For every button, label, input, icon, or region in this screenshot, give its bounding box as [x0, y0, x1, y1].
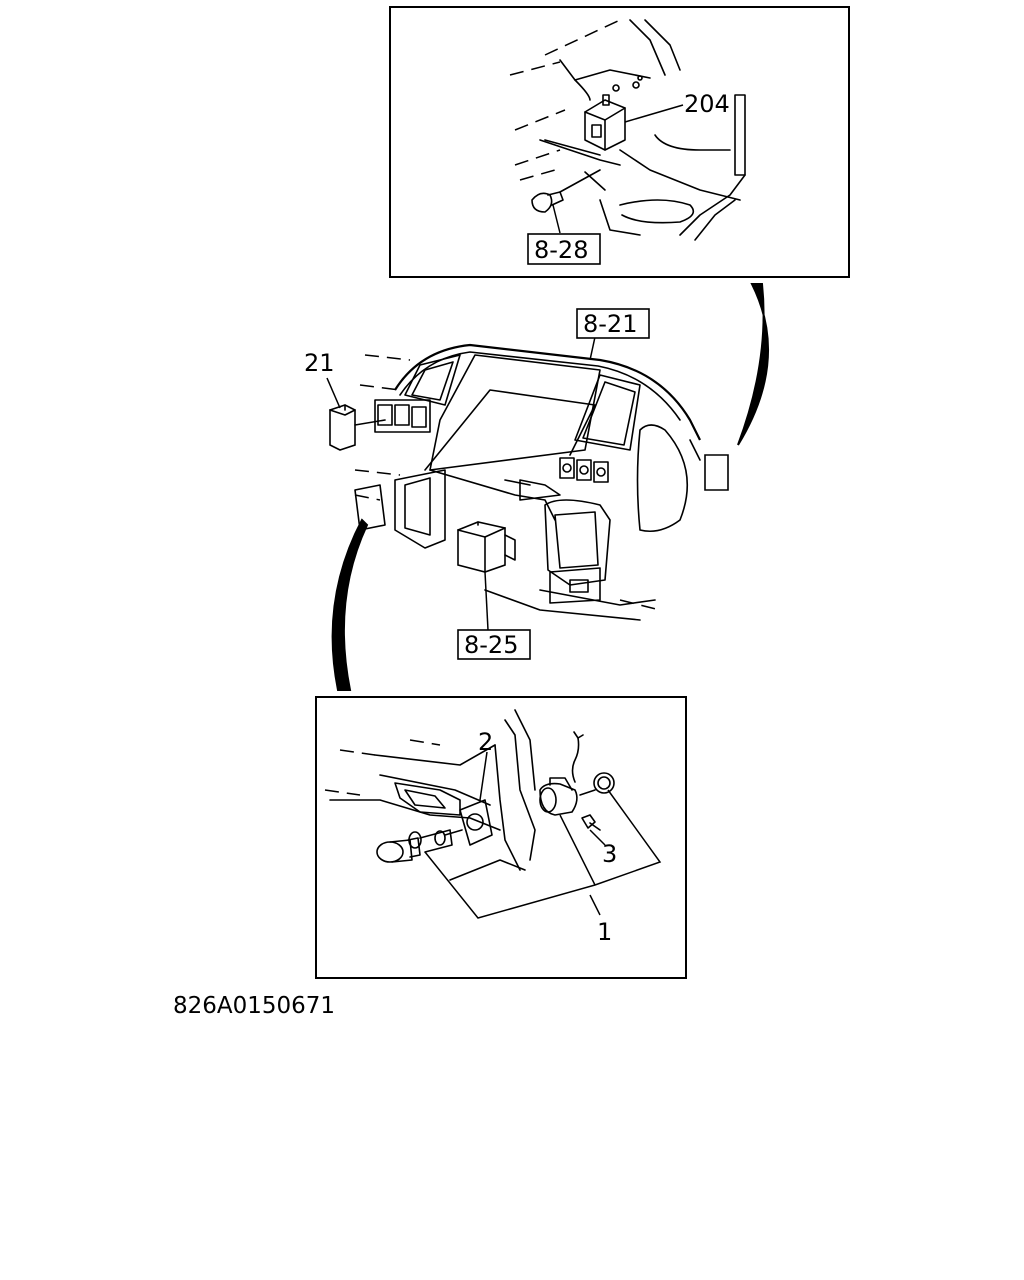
callout-204: 204: [684, 90, 730, 118]
callout-8-25: 8-25: [464, 631, 518, 659]
bottom-inset: 2 3 1: [315, 696, 687, 979]
callout-8-21: 8-21: [583, 310, 637, 338]
dashboard-illustration: 21 8-21 8-25: [304, 308, 729, 660]
bottom-inset-frame: [315, 696, 687, 979]
callout-3: 3: [602, 840, 617, 868]
top-inset-frame: [389, 6, 850, 278]
connector-arc-bottom: [331, 518, 369, 691]
top-inset: 204 8-28: [389, 6, 850, 278]
callout-2: 2: [478, 728, 493, 756]
callout-21: 21: [304, 349, 335, 377]
callout-8-28: 8-28: [534, 236, 588, 264]
figure-code: 826A0150671: [173, 993, 335, 1019]
connector-arc-top: [737, 283, 770, 446]
callout-1: 1: [597, 918, 612, 946]
